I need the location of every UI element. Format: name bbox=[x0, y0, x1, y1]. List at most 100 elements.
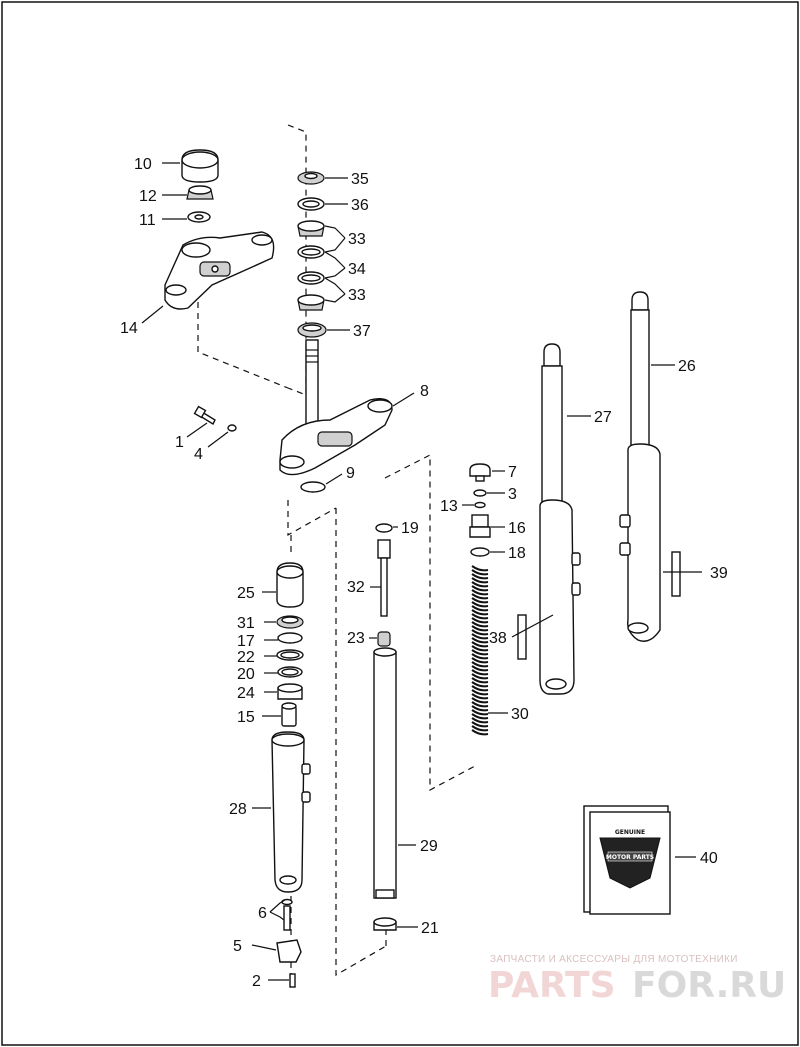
callout-labels: 10 12 11 14 35 36 33 34 33 37 8 1 4 9 19… bbox=[120, 156, 728, 990]
part-3-oring bbox=[473, 489, 487, 497]
spring-coil bbox=[471, 633, 489, 640]
spring-coil bbox=[471, 577, 489, 584]
part-1-bolt bbox=[193, 405, 216, 425]
callout-20: 20 bbox=[237, 666, 255, 683]
part-25-boot bbox=[276, 562, 304, 608]
callout-36: 36 bbox=[351, 197, 369, 214]
part-34-race-b bbox=[297, 271, 325, 285]
part-22-washer bbox=[276, 649, 304, 661]
spring-coil bbox=[471, 701, 489, 708]
part-34-race-a bbox=[297, 245, 325, 259]
part-39-reflector bbox=[671, 551, 681, 597]
spring-coil bbox=[471, 625, 489, 632]
callout-38: 38 bbox=[489, 630, 507, 647]
watermark-brand-b: FOR.RU bbox=[632, 965, 786, 1006]
callout-14: 14 bbox=[120, 320, 138, 337]
part-23-spring bbox=[377, 631, 391, 647]
callout-18: 18 bbox=[508, 545, 526, 562]
part-40-service-manual: GENUINE MOTOR PARTS bbox=[583, 805, 671, 915]
callout-12: 12 bbox=[139, 188, 157, 205]
spring-coil bbox=[471, 721, 489, 728]
callout-29: 29 bbox=[420, 838, 438, 855]
callout-17: 17 bbox=[237, 633, 255, 650]
callout-21: 21 bbox=[421, 920, 439, 937]
spring-coil bbox=[471, 649, 489, 656]
spring-coil bbox=[471, 593, 489, 600]
spring-coil bbox=[471, 617, 489, 624]
book-motor-parts-text: MOTOR PARTS bbox=[606, 854, 654, 861]
part-36-seal bbox=[297, 197, 325, 211]
spring-coil bbox=[471, 725, 489, 732]
part-35-nut bbox=[297, 171, 325, 185]
callout-32: 32 bbox=[347, 579, 365, 596]
callout-27: 27 bbox=[594, 409, 612, 426]
spring-coil bbox=[471, 629, 489, 636]
part-11-washer bbox=[187, 211, 211, 223]
spring-coil bbox=[471, 689, 489, 696]
callout-40: 40 bbox=[700, 850, 718, 867]
spring-coil bbox=[471, 669, 489, 676]
callout-26: 26 bbox=[678, 358, 696, 375]
spring-coil bbox=[471, 641, 489, 648]
spring-coil bbox=[471, 565, 489, 572]
part-18-oring bbox=[470, 547, 490, 557]
callout-5: 5 bbox=[233, 938, 242, 955]
part-26-fork-assembly bbox=[619, 291, 661, 642]
spring-coil bbox=[471, 637, 489, 644]
part-33-bearing-lower bbox=[297, 294, 325, 311]
part-6-screw-washer bbox=[281, 898, 293, 931]
spring-coil bbox=[471, 573, 489, 580]
part-32-damper-rod bbox=[377, 539, 391, 617]
callout-13: 13 bbox=[440, 498, 458, 515]
callout-33-lower: 33 bbox=[348, 287, 366, 304]
spring-coil bbox=[471, 709, 489, 716]
spring-coil bbox=[471, 609, 489, 616]
watermark-caption: ЗАПЧАСТИ И АКСЕССУАРЫ ДЛЯ МОТОТЕХНИКИ bbox=[490, 954, 738, 965]
spring-coil bbox=[471, 601, 489, 608]
callout-7: 7 bbox=[508, 464, 517, 481]
callout-37: 37 bbox=[353, 323, 371, 340]
spring-coil bbox=[471, 685, 489, 692]
part-33-bearing-upper bbox=[297, 220, 325, 237]
spring-coil bbox=[471, 717, 489, 724]
part-21-bushing bbox=[373, 917, 397, 931]
part-16-plug bbox=[469, 514, 491, 538]
spring-coil bbox=[471, 677, 489, 684]
callout-11: 11 bbox=[139, 212, 156, 229]
callout-3: 3 bbox=[508, 486, 517, 503]
callout-39: 39 bbox=[710, 565, 728, 582]
spring-coil bbox=[471, 697, 489, 704]
spring-coil bbox=[471, 597, 489, 604]
part-37-seal bbox=[297, 322, 327, 338]
callout-25: 25 bbox=[237, 585, 255, 602]
callout-34: 34 bbox=[348, 261, 366, 278]
part-7-cap bbox=[469, 463, 491, 482]
callout-1: 1 bbox=[175, 434, 184, 451]
spring-coil bbox=[471, 645, 489, 652]
part-5-bracket bbox=[276, 939, 302, 963]
part-30-fork-spring bbox=[471, 565, 489, 736]
spring-coil bbox=[471, 569, 489, 576]
part-27-fork-assembly bbox=[539, 343, 581, 695]
callout-9: 9 bbox=[346, 465, 355, 482]
callout-8: 8 bbox=[420, 383, 429, 400]
callout-35: 35 bbox=[351, 171, 369, 188]
part-9-ring bbox=[300, 481, 326, 493]
callout-2: 2 bbox=[252, 973, 261, 990]
spring-coil bbox=[471, 657, 489, 664]
callout-31: 31 bbox=[237, 615, 255, 632]
spring-coil bbox=[471, 581, 489, 588]
callout-16: 16 bbox=[508, 520, 526, 537]
part-15-bushing bbox=[281, 702, 297, 727]
part-14-upper-clamp bbox=[164, 231, 275, 310]
part-13-oring bbox=[474, 501, 486, 509]
spring-coil bbox=[471, 705, 489, 712]
callout-30: 30 bbox=[511, 706, 529, 723]
part-38-reflector bbox=[517, 614, 527, 660]
callout-6: 6 bbox=[258, 905, 267, 922]
part-8-lower-clamp bbox=[279, 339, 393, 476]
callout-23: 23 bbox=[347, 630, 365, 647]
spring-coil bbox=[471, 613, 489, 620]
